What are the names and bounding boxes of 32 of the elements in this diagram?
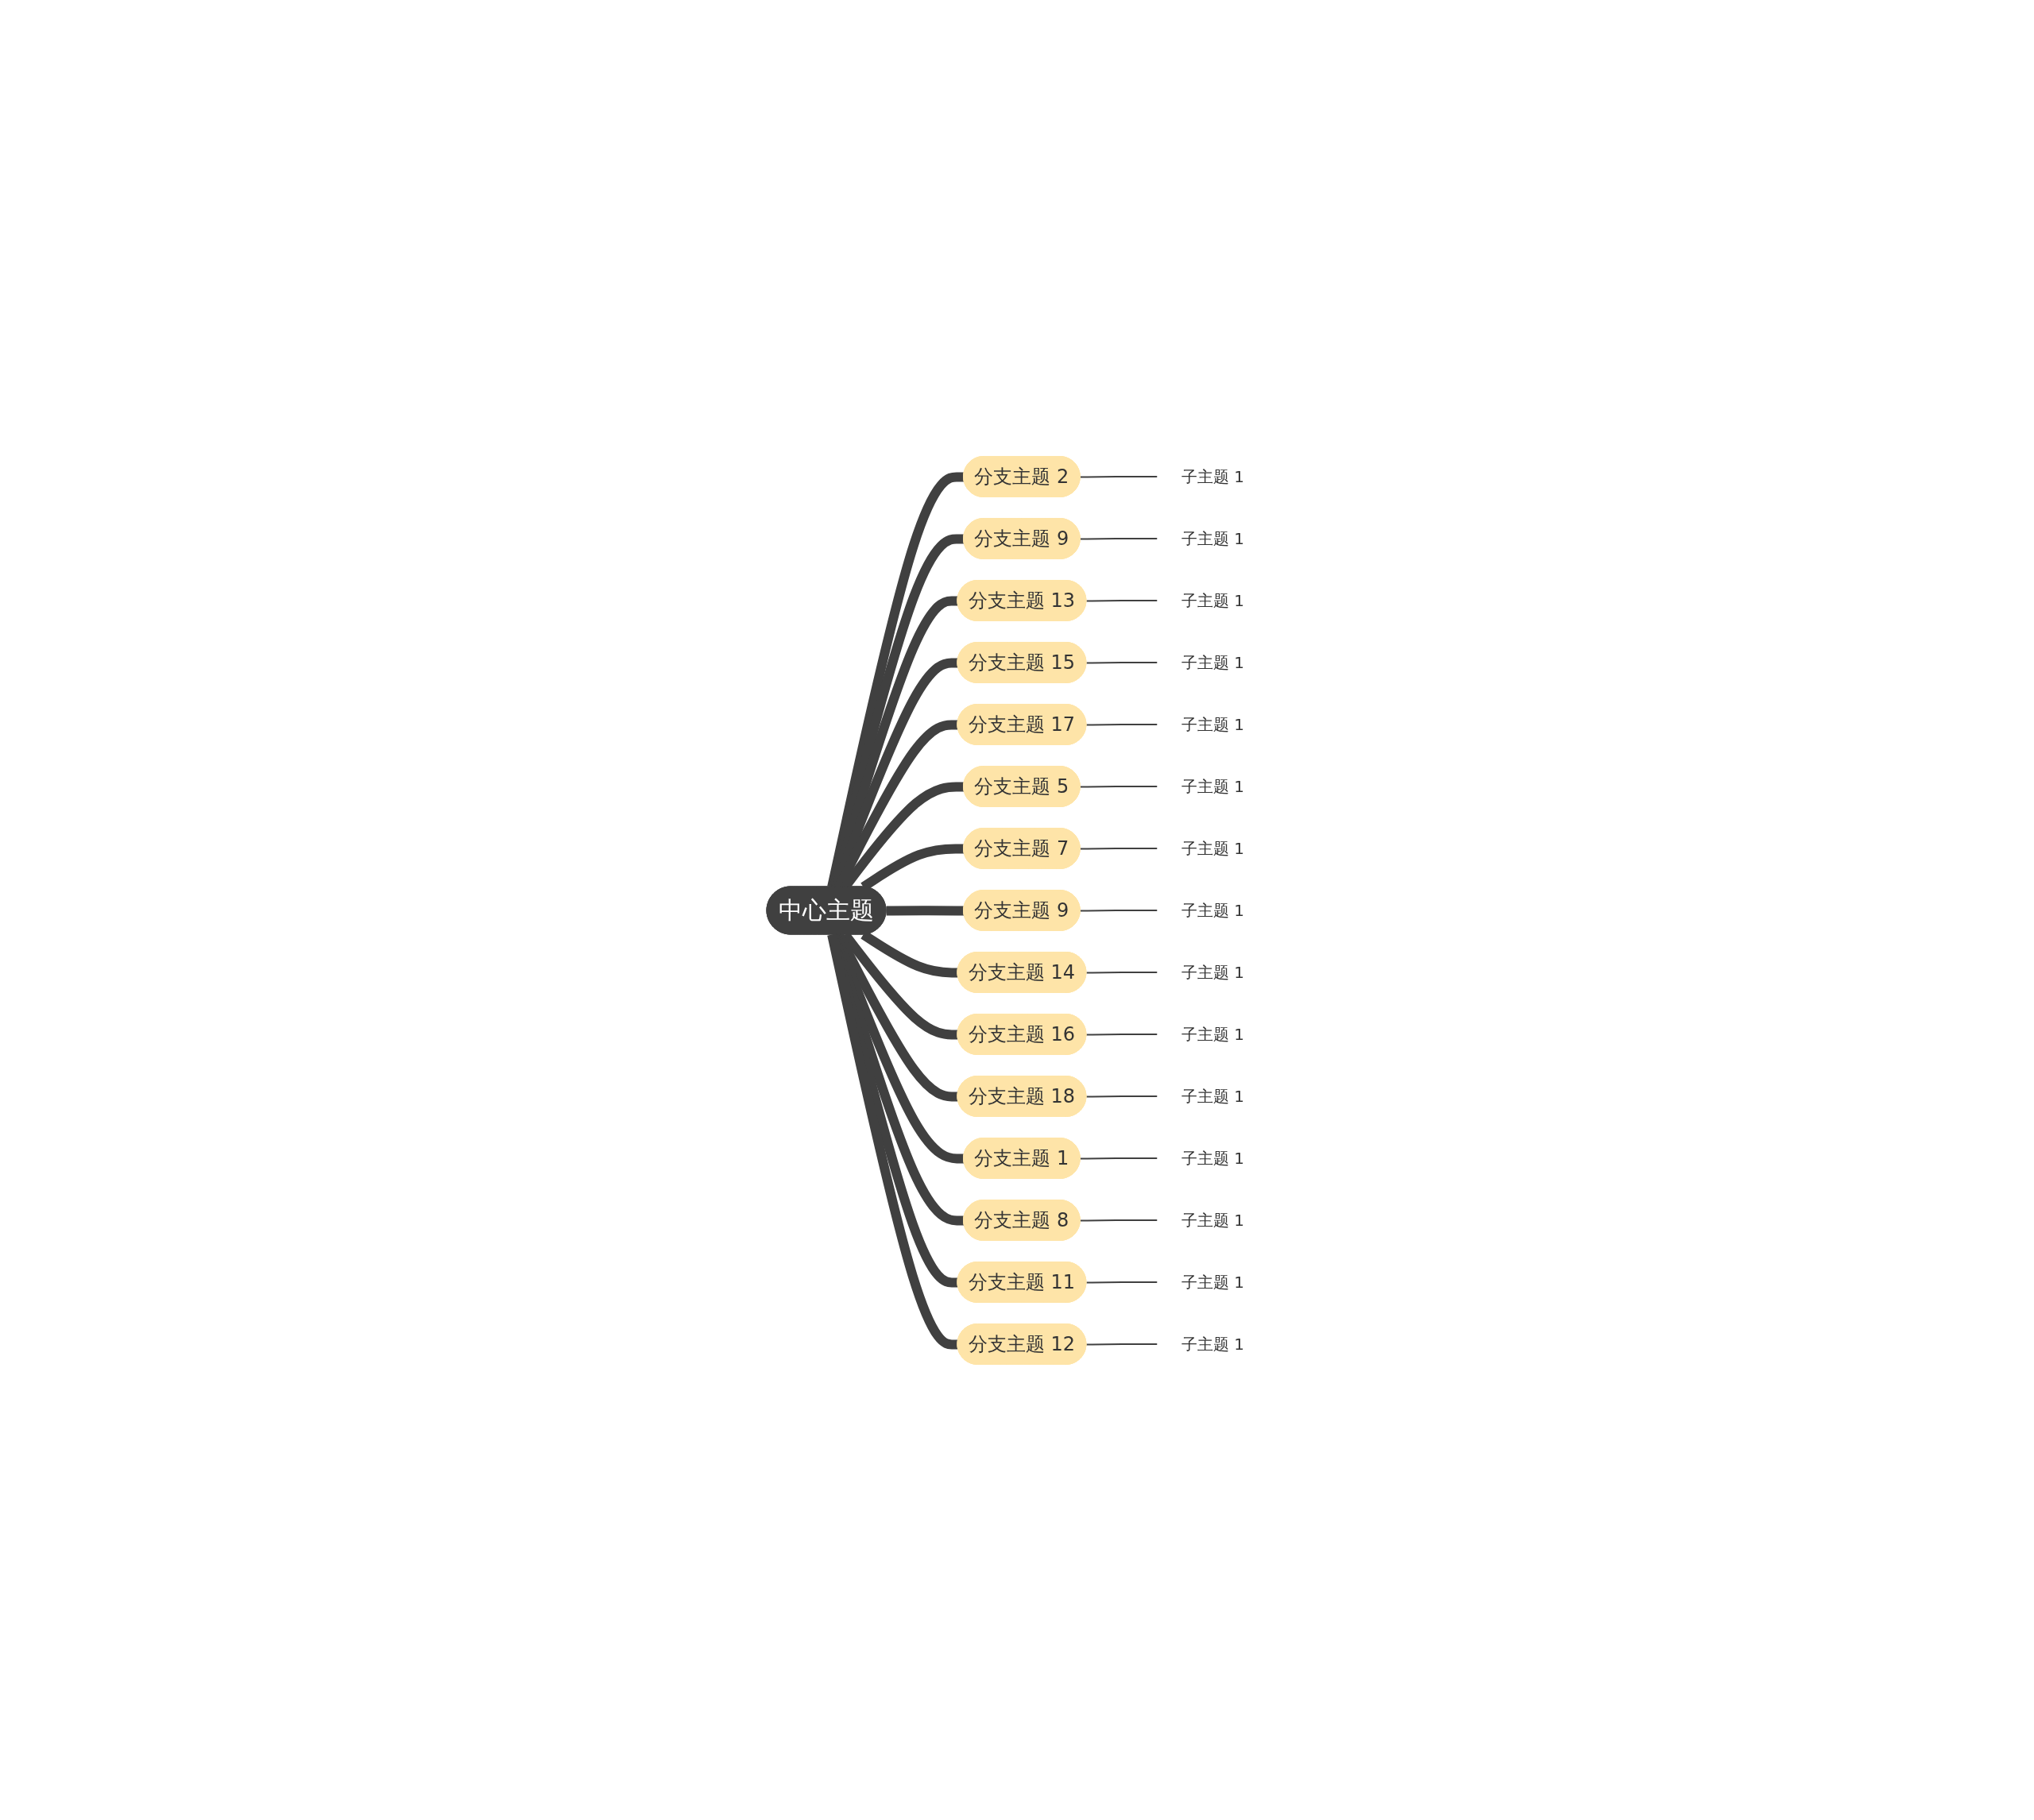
connector bbox=[1079, 537, 1158, 539]
node-text: 子主题 1 bbox=[1181, 1334, 1244, 1354]
node-text: 子主题 1 bbox=[1181, 466, 1244, 486]
node-text: 子主题 1 bbox=[1181, 528, 1244, 548]
node-text: 子主题 1 bbox=[1181, 1148, 1244, 1168]
node-text: 子主题 1 bbox=[1181, 838, 1244, 858]
connector bbox=[1085, 971, 1158, 973]
node-text: 子主题 1 bbox=[1181, 962, 1244, 982]
connector bbox=[1085, 661, 1158, 663]
connector bbox=[826, 933, 958, 1349]
connector bbox=[1079, 847, 1158, 849]
connector bbox=[1079, 909, 1158, 911]
node-text: 子主题 1 bbox=[1181, 1086, 1244, 1106]
connector bbox=[1079, 1157, 1158, 1159]
node-text: 子主题 1 bbox=[1181, 1272, 1244, 1292]
connector bbox=[1085, 1281, 1158, 1283]
connector bbox=[1079, 475, 1158, 477]
connector bbox=[1085, 1095, 1158, 1097]
connector bbox=[1085, 1033, 1158, 1035]
node-text: 子主题 1 bbox=[1181, 1024, 1244, 1044]
connector bbox=[1085, 723, 1158, 725]
node-text: 子主题 1 bbox=[1181, 590, 1244, 610]
node-text: 子主题 1 bbox=[1181, 714, 1244, 734]
connector bbox=[1079, 1219, 1158, 1221]
node-text: 子主题 1 bbox=[1181, 900, 1244, 920]
connector bbox=[885, 905, 964, 915]
node-text: 子主题 1 bbox=[1181, 652, 1244, 672]
connector bbox=[1085, 1343, 1158, 1345]
node-text: 子主题 1 bbox=[1181, 1210, 1244, 1230]
connector bbox=[1079, 785, 1158, 787]
node-text: 子主题 1 bbox=[1181, 776, 1244, 796]
connector bbox=[1085, 599, 1158, 601]
